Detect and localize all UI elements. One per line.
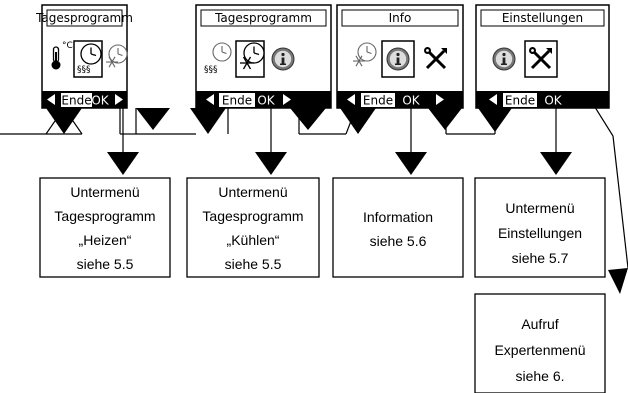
left-arrow-button[interactable] (206, 94, 214, 105)
ende-label: Ende (61, 94, 91, 108)
submenu-box-einstellungen: Untermenü Einstellungen siehe 5.7 (474, 177, 606, 278)
svg-text:siehe 5.6: siehe 5.6 (370, 233, 427, 249)
svg-text:Tagesprogramm: Tagesprogramm (202, 208, 303, 224)
svg-text:Information: Information (363, 209, 433, 225)
screen-title: Tagesprogramm (214, 11, 312, 25)
screen-einstellungen: Einstellungen Ende OK (475, 4, 610, 109)
connector-arrowheads (46, 108, 512, 134)
submenu-box-information: Information siehe 5.6 (332, 177, 464, 278)
ende-label: Ende (505, 94, 535, 108)
svg-text:Aufruf: Aufruf (521, 316, 558, 332)
svg-text:siehe 5.5: siehe 5.5 (225, 256, 282, 272)
degree-label: °C (62, 41, 73, 51)
ok-button[interactable]: OK (91, 94, 109, 108)
info-icon (271, 47, 295, 71)
svg-text:siehe 5.5: siehe 5.5 (77, 256, 134, 272)
ok-button[interactable]: OK (544, 94, 562, 108)
ok-button[interactable]: OK (257, 94, 275, 108)
heating-clock-icon (80, 43, 102, 65)
ok-button[interactable]: OK (402, 94, 420, 108)
svg-text:Expertenmenü: Expertenmenü (494, 342, 585, 358)
right-arrow-button[interactable] (436, 94, 444, 105)
svg-text:Einstellungen: Einstellungen (498, 225, 582, 241)
screen-tagesprogramm-heizen: Tagesprogramm °C §§§ Ende OK (35, 4, 133, 109)
svg-text:Untermenü: Untermenü (218, 184, 287, 200)
ende-button[interactable] (61, 93, 92, 107)
svg-text:Tagesprogramm: Tagesprogramm (54, 208, 155, 224)
svg-text:„Heizen“: „Heizen“ (79, 232, 132, 248)
submenu-arrowheads (107, 152, 628, 294)
ende-button[interactable] (361, 93, 395, 107)
left-arrow-button[interactable] (489, 94, 497, 105)
svg-text:§§§: §§§ (204, 65, 218, 75)
selected-icon-frame (524, 40, 558, 78)
ende-button[interactable] (503, 93, 537, 107)
submenu-box-expertenmenue: Aufruf Expertenmenü siehe 6. (474, 293, 606, 393)
screen-info: Info Ende OK (336, 4, 464, 109)
left-arrow-button[interactable] (347, 94, 355, 105)
svg-text:Untermenü: Untermenü (70, 184, 139, 200)
screen-title: Einstellungen (502, 11, 583, 25)
submenu-arrows (122, 108, 557, 152)
right-arrow-button[interactable] (283, 94, 291, 105)
screen-tagesprogramm-kuehlen: Tagesprogramm §§§ Ende OK (195, 4, 332, 109)
ende-label: Ende (363, 94, 393, 108)
heating-clock-icon: §§§ (204, 42, 232, 75)
left-arrow-button[interactable] (47, 94, 55, 105)
svg-text:siehe 6.: siehe 6. (515, 368, 564, 384)
svg-text:„Kühlen“: „Kühlen“ (227, 232, 280, 248)
info-icon (492, 47, 516, 71)
submenu-box-kuehlen: Untermenü Tagesprogramm „Kühlen“ siehe 5… (186, 177, 320, 278)
screen-title: Tagesprogramm (35, 11, 133, 25)
ende-label: Ende (222, 94, 252, 108)
submenu-box-heizen: Untermenü Tagesprogramm „Heizen“ siehe 5… (39, 177, 171, 278)
svg-text:Untermenü: Untermenü (505, 200, 574, 216)
heat-symbol: §§§ (77, 65, 91, 75)
info-icon (386, 47, 410, 71)
ende-button[interactable] (219, 93, 255, 107)
svg-text:siehe 5.7: siehe 5.7 (512, 250, 569, 266)
right-arrow-button[interactable] (115, 94, 123, 105)
screen-title: Info (389, 11, 412, 25)
